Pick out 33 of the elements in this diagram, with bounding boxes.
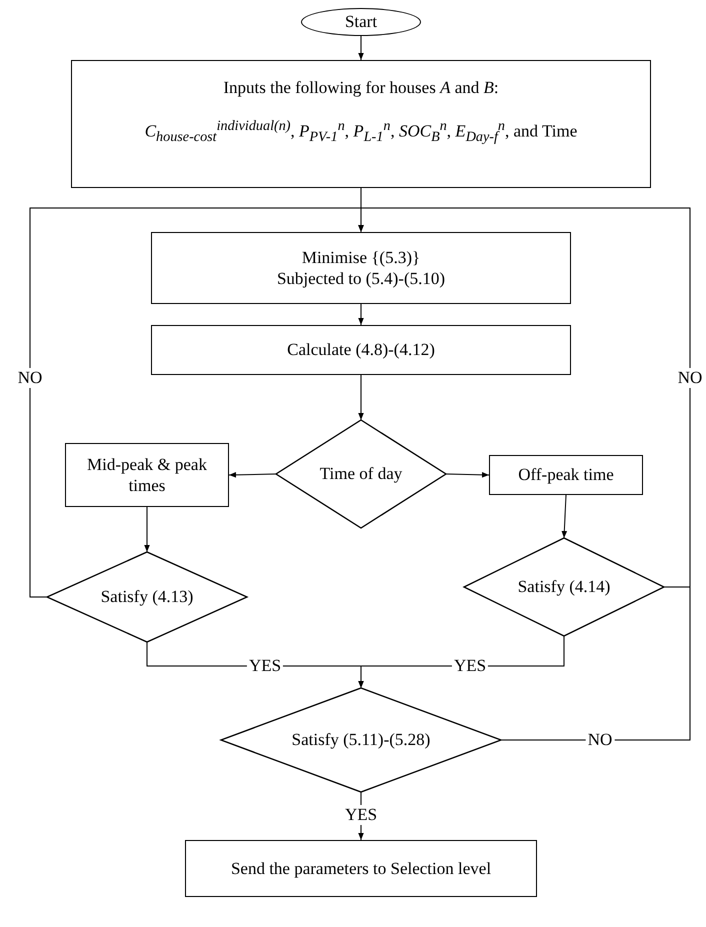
arrow — [358, 36, 364, 60]
decision-diamond — [221, 688, 501, 792]
node-heading: Inputs the following for houses A and B: — [223, 77, 499, 98]
arrow — [358, 208, 690, 740]
process-box — [65, 443, 229, 507]
node-text: Send the parameters to Selection level — [230, 858, 492, 880]
node-text: Satisfy (4.14) — [518, 576, 610, 598]
process-box — [489, 455, 643, 495]
node-text: Satisfy (5.11)-(5.28) — [292, 729, 430, 751]
node-text: Mid-peak & peak times — [86, 454, 208, 496]
process-box — [185, 840, 537, 897]
node-text: Time of day — [320, 463, 402, 485]
node-heading: Minimise {(5.3)} — [302, 246, 420, 268]
edge-label: NO — [676, 368, 704, 388]
arrow — [562, 494, 568, 538]
arrow — [446, 472, 490, 478]
decision-diamond — [276, 420, 446, 528]
node-text: Start — [344, 11, 378, 33]
decision-diamond — [47, 552, 247, 642]
process-box — [151, 325, 571, 375]
arrow — [228, 472, 276, 478]
node-text: C$_{house-cost}$$^{individual(n)}$, P$_{PV-1}$$^{n}$, P$_{L-1}$$^{n}$, SOC$_{B}$$^{n}$, E$_{Day-f}$$^{n}$, and Time — [144, 118, 578, 147]
arrow — [358, 304, 364, 326]
arrow — [144, 506, 150, 552]
node-text: Satisfy (4.13) — [100, 586, 194, 608]
node-text: Subjected to (5.4)-(5.10) — [276, 268, 446, 290]
node-text: Off-peak time — [518, 464, 614, 486]
node-text: Calculate (4.8)-(4.12) — [287, 339, 435, 361]
process-box — [151, 232, 571, 304]
process-box — [71, 60, 651, 188]
edge-label: NO — [16, 368, 44, 388]
decision-diamond — [464, 538, 664, 636]
arrow — [358, 374, 364, 420]
